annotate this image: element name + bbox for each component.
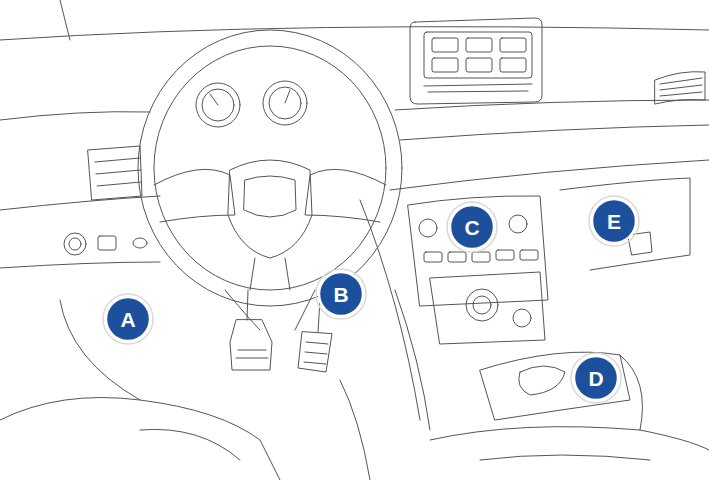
callout-circle: D	[574, 356, 618, 400]
callout-circle: B	[319, 272, 363, 316]
callout-circle: A	[106, 297, 150, 341]
callout-letter: D	[588, 368, 603, 389]
callout-letter: B	[333, 284, 348, 305]
callout-letter: E	[607, 211, 621, 232]
callout-circle: E	[592, 199, 636, 243]
callout-circle: C	[450, 205, 494, 249]
callout-letter: C	[464, 217, 479, 238]
callout-letter: A	[120, 309, 135, 330]
